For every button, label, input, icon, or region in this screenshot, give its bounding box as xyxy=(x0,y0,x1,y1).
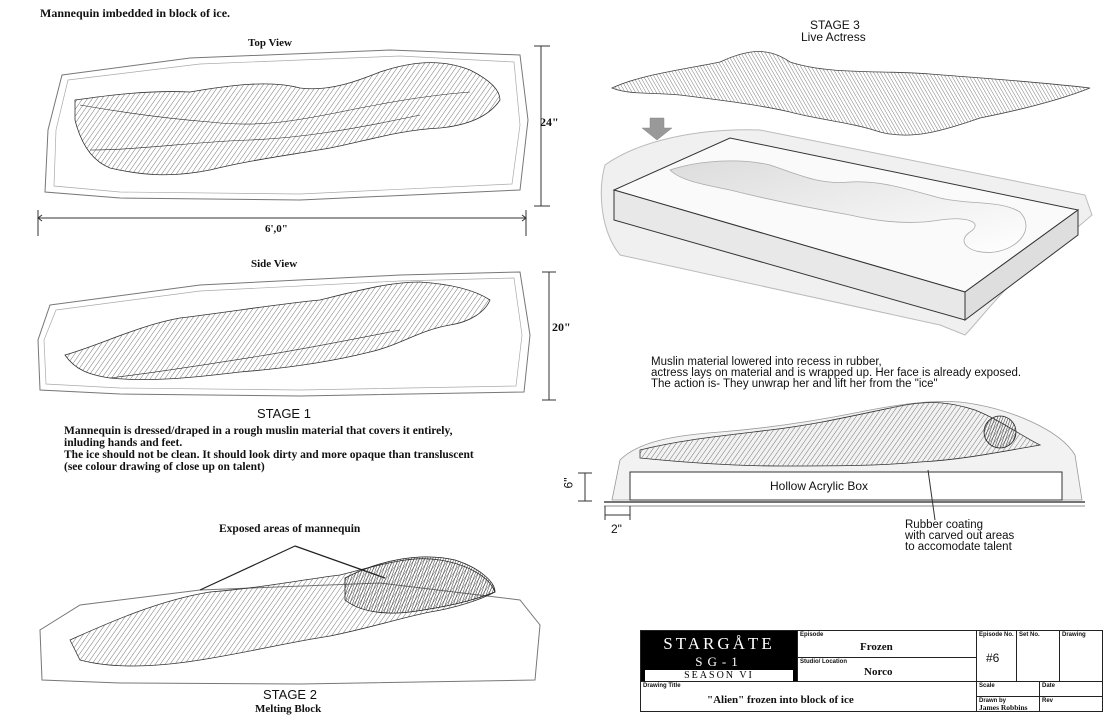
episode-label: Episode xyxy=(800,632,824,638)
logo-subtitle: SG-1 xyxy=(695,654,743,669)
episode-no-value: #6 xyxy=(986,651,1000,665)
stage3-note-line: The action is- They unwrap her and lift … xyxy=(651,378,938,390)
drawing-label: Drawing xyxy=(1062,632,1086,638)
dim-2-inch: 2" xyxy=(611,522,622,536)
set-no-cell: Set No. xyxy=(1016,630,1060,682)
rubber-coating-notes: Rubber coating with carved out areas to … xyxy=(905,519,1015,553)
drawing-title-cell: Drawing Title "Alien" frozen into block … xyxy=(640,681,977,712)
stage3-note-line: actress lays on material and is wrapped … xyxy=(651,367,1022,379)
top-view-height-dim: 24" xyxy=(540,115,559,129)
stage3-rubber-block xyxy=(600,129,1093,336)
drawing-title-value: "Alien" frozen into block of ice xyxy=(707,694,854,706)
rev-label: Rev xyxy=(1042,698,1054,704)
stage3-section-drawing xyxy=(578,401,1085,521)
date-label: Date xyxy=(1042,683,1056,689)
stage1-note-line: (see colour drawing of close up on talen… xyxy=(64,461,265,473)
rubber-note-line: to accomodate talent xyxy=(905,541,1012,553)
top-view-drawing xyxy=(37,45,550,236)
location-label: Studio/ Location xyxy=(800,659,847,665)
stage2-subtitle: Melting Block xyxy=(255,703,322,715)
side-view-drawing xyxy=(37,271,556,401)
rubber-note-line: with carved out areas xyxy=(905,530,1015,542)
date-cell: Date xyxy=(1039,681,1103,697)
header-note: Mannequin imbedded in block of ice. xyxy=(40,6,231,20)
side-view-title: Side View xyxy=(251,258,298,270)
stage1-note-line: The ice should not be clean. It should l… xyxy=(64,449,474,461)
stage2-drawing xyxy=(39,545,541,685)
stage3-notes: Muslin material lowered into recess in r… xyxy=(651,356,1022,390)
location-value: Norco xyxy=(864,666,893,678)
rev-cell: Rev xyxy=(1039,696,1103,712)
drawn-by-label: Drawn by xyxy=(979,698,1007,704)
stage1-note-line: inluding hands and feet. xyxy=(64,437,183,449)
stage3-note-line: Muslin material lowered into recess in r… xyxy=(651,356,882,368)
location-cell: Studio/ Location Norco xyxy=(797,657,977,682)
exposed-areas-label: Exposed areas of mannequin xyxy=(219,523,361,535)
scale-cell: Scale xyxy=(976,681,1040,697)
rubber-note-line: Rubber coating xyxy=(905,519,983,531)
side-view-height-dim: 20" xyxy=(552,320,571,334)
title-block: STARGÅTE SG-1 SEASON VI Episode Frozen S… xyxy=(640,630,1103,712)
acrylic-box-label: Hollow Acrylic Box xyxy=(770,479,869,493)
scale-label: Scale xyxy=(979,683,995,689)
episode-no-label: Episode No. xyxy=(979,632,1014,638)
episode-cell: Episode Frozen xyxy=(797,630,977,658)
logo-season: SEASON VI xyxy=(645,670,793,681)
drawing-cell: Drawing xyxy=(1059,630,1103,682)
episode-no-cell: Episode No. #6 xyxy=(976,630,1017,682)
stargate-logo: STARGÅTE SG-1 SEASON VI xyxy=(640,630,798,682)
episode-value: Frozen xyxy=(860,641,893,653)
stage3-title: STAGE 3 xyxy=(810,18,860,32)
drawn-by-value: James Robbins xyxy=(979,703,1028,712)
top-view-width-dim: 6',0" xyxy=(265,223,288,235)
drawn-by-cell: Drawn by James Robbins xyxy=(976,696,1040,712)
stage3-subtitle: Live Actress xyxy=(801,30,866,44)
logo-title: STARGÅTE xyxy=(663,634,775,653)
stage1-notes: Mannequin is dressed/draped in a rough m… xyxy=(64,425,534,473)
stage2-title: STAGE 2 xyxy=(263,687,317,702)
dim-6-inch: 6" xyxy=(561,477,576,489)
stage3-actress-drawing xyxy=(610,51,1091,141)
drawing-title-label: Drawing Title xyxy=(643,683,681,689)
stage1-note-line: Mannequin is dressed/draped in a rough m… xyxy=(64,425,453,437)
top-view-title: Top View xyxy=(248,37,292,49)
stage1-title: STAGE 1 xyxy=(257,406,311,421)
set-no-label: Set No. xyxy=(1019,632,1040,638)
